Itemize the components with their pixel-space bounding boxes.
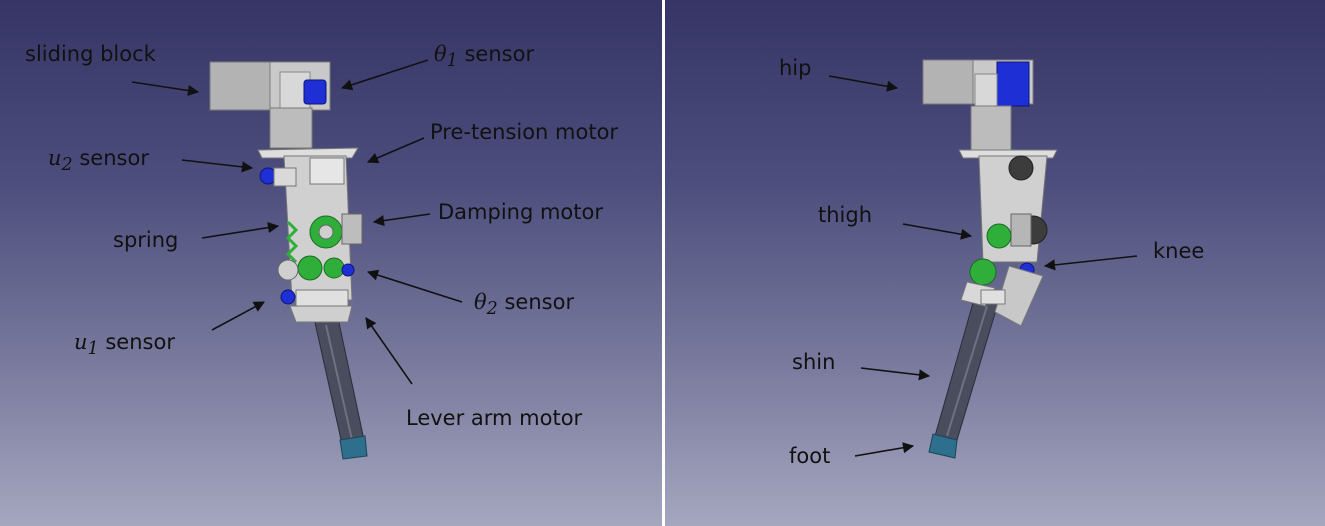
label-u2-sensor: u2 sensor [48, 148, 149, 175]
arrow-theta2-sensor [366, 269, 463, 303]
arrow-shin [860, 367, 931, 381]
left-leg-diagram [131, 59, 463, 460]
label-lever-arm-motor: Lever arm motor [406, 406, 583, 430]
theta1-sensor-part [303, 79, 327, 105]
label-theta1-sensor: θ1 sensor [434, 44, 534, 71]
label-foot: foot [789, 444, 831, 468]
u2-subscript: 2 [61, 155, 73, 176]
leg-model-right [922, 59, 1058, 459]
arrow-damping-motor [372, 213, 431, 227]
right-arrows [828, 75, 1138, 457]
u1-symbol: u [74, 330, 88, 354]
arrow-foot [854, 442, 915, 457]
u2-word: sensor [79, 146, 149, 170]
foot-block [339, 435, 368, 460]
label-hip: hip [779, 56, 812, 80]
arrow-theta1-sensor [340, 59, 429, 91]
theta1-symbol: θ [434, 42, 447, 66]
label-u1-sensor: u1 sensor [74, 332, 175, 359]
label-sliding-block: sliding block [25, 42, 156, 66]
u1-word: sensor [105, 330, 175, 354]
label-spring: spring [113, 228, 179, 252]
theta2-sensor-part [341, 263, 355, 277]
u1-subscript: 1 [87, 339, 99, 360]
theta2-subscript: 2 [486, 299, 498, 320]
arrow-hip [828, 75, 899, 92]
foot-block [928, 433, 958, 459]
arrow-pretension-motor [366, 137, 425, 164]
theta2-word: sensor [504, 290, 575, 314]
hip-sensor-part [996, 61, 1030, 107]
theta1-word: sensor [464, 42, 535, 66]
spring-part [285, 220, 299, 264]
arrow-lever-arm-motor [365, 317, 413, 385]
arrow-spring [201, 222, 280, 239]
u1-sensor-part [280, 289, 296, 305]
arrow-u2-sensor [181, 159, 254, 173]
left-panel: sliding block θ1 sensor Pre-tension moto… [0, 0, 662, 526]
u2-symbol: u [48, 146, 62, 170]
label-pretension-motor: Pre-tension motor [430, 120, 619, 144]
right-panel: hip thigh knee shin foot [665, 0, 1325, 526]
label-theta2-sensor: θ2 sensor [474, 292, 574, 319]
arrow-thigh [902, 223, 973, 240]
label-damping-motor: Damping motor [438, 200, 603, 224]
arrow-u1-sensor [211, 301, 265, 331]
label-thigh: thigh [818, 203, 873, 227]
label-knee: knee [1153, 239, 1205, 263]
left-arrows [131, 59, 463, 385]
theta1-subscript: 1 [446, 51, 458, 72]
right-leg-diagram [828, 59, 1138, 459]
lever-arm-motor-part [295, 289, 349, 309]
label-shin: shin [792, 350, 836, 374]
damping-motor-part [341, 213, 363, 245]
leg-model-left [209, 61, 368, 460]
arrow-sliding-block [131, 81, 200, 97]
theta2-symbol: θ [474, 290, 487, 314]
pretension-motor-part [309, 157, 345, 185]
arrow-knee [1043, 255, 1138, 271]
